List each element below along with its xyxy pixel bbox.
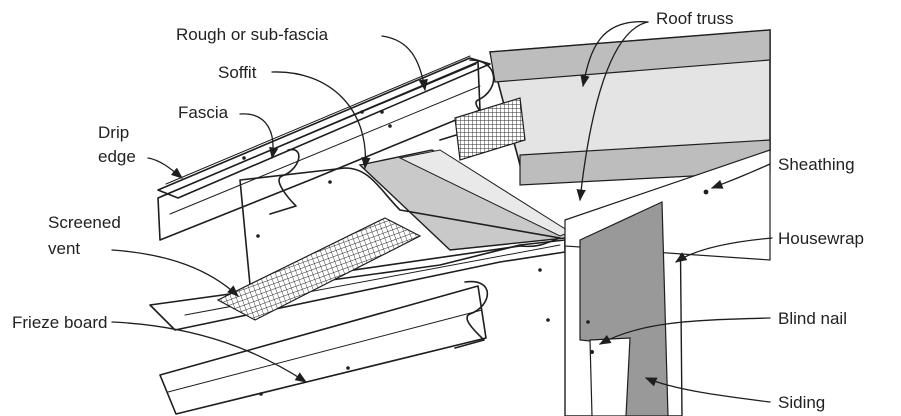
housewrap bbox=[579, 201, 669, 416]
screened-vent-lower bbox=[216, 217, 422, 321]
label-rough-fascia: Rough or sub-fascia bbox=[176, 25, 329, 44]
label-blind-nail: Blind nail bbox=[778, 309, 847, 328]
label-screened-vent-line1: Screened bbox=[48, 213, 121, 232]
label-drip-edge-line2: edge bbox=[98, 147, 136, 166]
label-drip-edge-line1: Drip bbox=[98, 123, 129, 142]
fascia-profile-mid bbox=[269, 148, 300, 215]
label-soffit: Soffit bbox=[218, 63, 257, 82]
label-siding: Siding bbox=[778, 393, 825, 412]
drip-edge bbox=[157, 57, 491, 199]
leader-lines bbox=[111, 21, 773, 403]
label-sheathing: Sheathing bbox=[778, 155, 855, 174]
label-frieze-board: Frieze board bbox=[12, 313, 107, 332]
label-housewrap: Housewrap bbox=[778, 229, 864, 248]
lower-fascia-board bbox=[159, 285, 487, 415]
fascia-profile-lower bbox=[454, 280, 489, 349]
label-screened-vent-line2: vent bbox=[48, 239, 80, 258]
siding-board-lower bbox=[589, 337, 631, 416]
nail-dots bbox=[242, 110, 709, 396]
label-fascia: Fascia bbox=[178, 103, 229, 122]
screened-vent-upper bbox=[454, 97, 526, 161]
soffit-board bbox=[239, 167, 561, 286]
label-roof-truss: Roof truss bbox=[656, 9, 733, 28]
